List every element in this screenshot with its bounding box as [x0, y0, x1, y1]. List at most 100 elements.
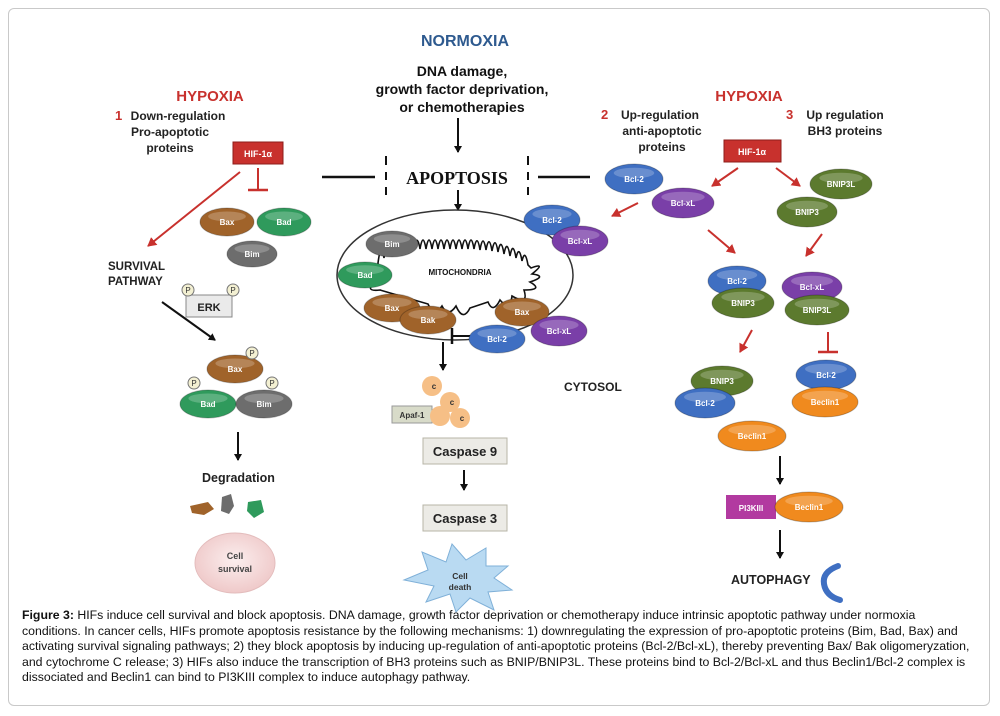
apaf1-label: Apaf-1 [400, 411, 425, 420]
protein-bax-shape [199, 207, 255, 237]
protein-bim-shape [235, 389, 293, 419]
protein-bad-highlight [265, 211, 303, 222]
protein-bad-label: Bad [276, 218, 291, 227]
protein-beclin1-label: Beclin1 [738, 432, 767, 441]
hypoxia-right-title: HYPOXIA [715, 88, 783, 105]
protein-bclxl: Bcl-xL [530, 315, 588, 347]
protein-bnip3-shape [776, 196, 838, 228]
protein-bcl2-highlight [684, 391, 726, 403]
protein-beclin1-label: Beclin1 [811, 398, 840, 407]
protein-bcl2: Bcl-2 [604, 163, 664, 195]
protein-beclin1-highlight [785, 495, 833, 507]
protein-bclxl-highlight [791, 275, 833, 287]
protein-bad: Bad [179, 389, 237, 419]
normoxia-title: NORMOXIA [421, 33, 509, 50]
mechanism-3-line-1: Up regulation [806, 108, 883, 122]
protein-bcl2-highlight [805, 363, 847, 375]
protein-bcl2-label: Bcl-2 [695, 399, 715, 408]
hif-box-left: HIF-1α [232, 141, 284, 165]
protein-bclxl-label: Bcl-xL [568, 237, 593, 246]
figure-caption: Figure 3: HIFs induce cell survival and … [22, 608, 977, 686]
protein-bnip3-label: BNIP3 [731, 299, 755, 308]
protein-bnip3l-label: BNIP3L [803, 306, 832, 315]
protein-bclxl-highlight [560, 229, 600, 241]
pi3kiii-box: PI3KIII [726, 495, 776, 519]
protein-bim: Bim [226, 240, 278, 268]
protein-bnip3-highlight [786, 200, 828, 212]
protein-bclxl-shape [551, 225, 609, 257]
autophagosome-icon [820, 563, 843, 603]
protein-bad: Bad [337, 261, 393, 289]
protein-bcl2-label: Bcl-2 [727, 277, 747, 286]
protein-beclin1-shape [791, 386, 859, 418]
protein-bclxl-highlight [539, 319, 579, 331]
protein-bim-highlight [244, 393, 284, 404]
apaf1-box: Apaf-1 [391, 405, 433, 424]
protein-bclxl: Bcl-xL [551, 225, 609, 257]
cell-survival-circle: Cell survival [194, 532, 276, 594]
protein-beclin1-highlight [801, 390, 849, 402]
protein-bnip3l-label: BNIP3L [827, 180, 856, 189]
protein-bcl2-shape [468, 324, 526, 354]
protein-bclxl-label: Bcl-xL [547, 327, 572, 336]
stimuli-line-1: DNA damage, [417, 63, 508, 79]
protein-bclxl: Bcl-xL [781, 271, 843, 303]
protein-bax-label: Bax [220, 218, 235, 227]
caption-text: HIFs induce cell survival and block apop… [22, 608, 970, 685]
hypoxia-left-title: HYPOXIA [176, 88, 244, 105]
phosphate-marker: P [245, 346, 259, 360]
phosphate-label: P [185, 286, 190, 295]
protein-bim-shape [226, 240, 278, 268]
mechanism-1-line-3: proteins [146, 141, 194, 155]
protein-beclin1-label: Beclin1 [795, 503, 824, 512]
phosphate-marker: P [187, 376, 201, 390]
protein-beclin1: Beclin1 [774, 491, 844, 523]
hif-box-right: HIF-1α [723, 139, 782, 163]
mechanism-1-number: 1 [115, 108, 122, 123]
protein-bax: Bax [206, 354, 264, 384]
caspase9-label: Caspase 9 [433, 444, 497, 459]
mechanism-2-line-1: Up-regulation [621, 108, 699, 122]
protein-bcl2-label: Bcl-2 [624, 175, 644, 184]
protein-bak-label: Bak [421, 316, 436, 325]
protein-bad-shape [256, 207, 312, 237]
mechanism-2-line-3: proteins [638, 140, 686, 154]
protein-bcl2-label: Bcl-2 [542, 216, 562, 225]
mechanism-1-line-1: Down-regulation [131, 109, 226, 123]
protein-bad-shape [337, 261, 393, 289]
protein-bax: Bax [199, 207, 255, 237]
phosphate-marker: P [226, 283, 240, 297]
protein-bclxl-shape [530, 315, 588, 347]
flow-arrows [147, 167, 823, 559]
protein-bclxl-highlight [661, 191, 705, 203]
protein-bad-label: Bad [200, 400, 215, 409]
stimuli-line-2: growth factor deprivation, [376, 81, 549, 97]
protein-bcl2-label: Bcl-2 [487, 335, 507, 344]
caspase9-box: Caspase 9 [422, 437, 508, 465]
protein-bclxl-shape [651, 187, 715, 219]
protein-bnip3l: BNIP3L [784, 294, 850, 326]
protein-bax-highlight [208, 211, 246, 222]
protein-bcl2-highlight [532, 208, 572, 220]
inhibition-symbols [248, 168, 838, 354]
protein-bnip3: BNIP3 [776, 196, 838, 228]
cell-death-burst: Cell death [402, 543, 514, 613]
protein-bnip3-highlight [700, 369, 744, 381]
protein-bad-highlight [346, 265, 384, 275]
protein-bax-label: Bax [515, 308, 530, 317]
protein-bnip3-label: BNIP3 [795, 208, 819, 217]
protein-bclxl-label: Bcl-xL [800, 283, 825, 292]
cell-survival-line-2: survival [218, 564, 252, 574]
protein-bnip3l-shape [809, 168, 873, 200]
cyto-c-1: c [432, 382, 437, 391]
mechanism-2-number: 2 [601, 107, 608, 122]
survival-pathway-line-1: SURVIVAL [108, 261, 165, 273]
protein-bak-highlight [408, 309, 448, 320]
protein-beclin1-highlight [728, 424, 776, 436]
protein-bim-label: Bim [256, 400, 271, 409]
protein-bnip3l-highlight [794, 298, 840, 310]
protein-bim-shape [365, 230, 419, 258]
